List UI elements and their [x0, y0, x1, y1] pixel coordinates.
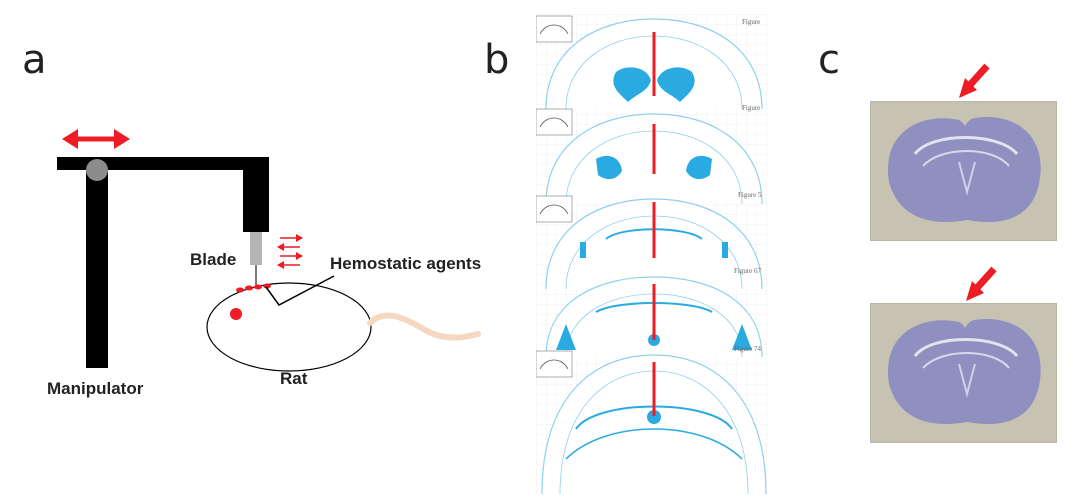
atlas-figure-label-5: Figure 74 [734, 345, 762, 353]
pointer-arrow-1 [959, 63, 990, 98]
manipulator-arm [57, 157, 269, 170]
manipulator-head [243, 157, 269, 232]
atlas-sections [535, 14, 772, 495]
atlas-section-5 [535, 350, 767, 495]
atlas-figure-label-3: Figure 5 [738, 191, 762, 199]
pointer-arrow-2 [966, 266, 997, 301]
hemostatic-agents-label: Hemostatic agents [330, 254, 482, 273]
horizontal-movement-arrow [62, 129, 130, 149]
manipulator-post [86, 168, 108, 368]
brain-atlas-stack: Figure Figure Figure 5 Figure 67 Figure … [535, 14, 772, 495]
joint-circle [86, 159, 108, 181]
rat-label: Rat [280, 369, 308, 388]
rat-tail [367, 312, 481, 341]
blade-movement-arrows [277, 234, 303, 269]
panel-label-c: c [818, 37, 840, 83]
histology-photo-top [870, 101, 1057, 241]
manipulator-label: Manipulator [47, 379, 144, 398]
atlas-figure-label-1: Figure [742, 18, 761, 26]
blade-holder [250, 232, 262, 265]
panel-label-a: a [22, 37, 47, 83]
atlas-figure-label-2: Figure [742, 104, 761, 112]
rat-body [206, 282, 372, 372]
histology-photo-bottom [870, 303, 1057, 443]
atlas-figure-label-4: Figure 67 [734, 267, 762, 275]
manipulator-diagram [57, 129, 481, 372]
panel-label-b: b [484, 37, 510, 83]
blade-label: Blade [190, 250, 237, 269]
lesion-spot [230, 308, 242, 320]
hemostatic-agent-marks [236, 283, 271, 293]
hemostatic-pointer-line [265, 275, 335, 306]
